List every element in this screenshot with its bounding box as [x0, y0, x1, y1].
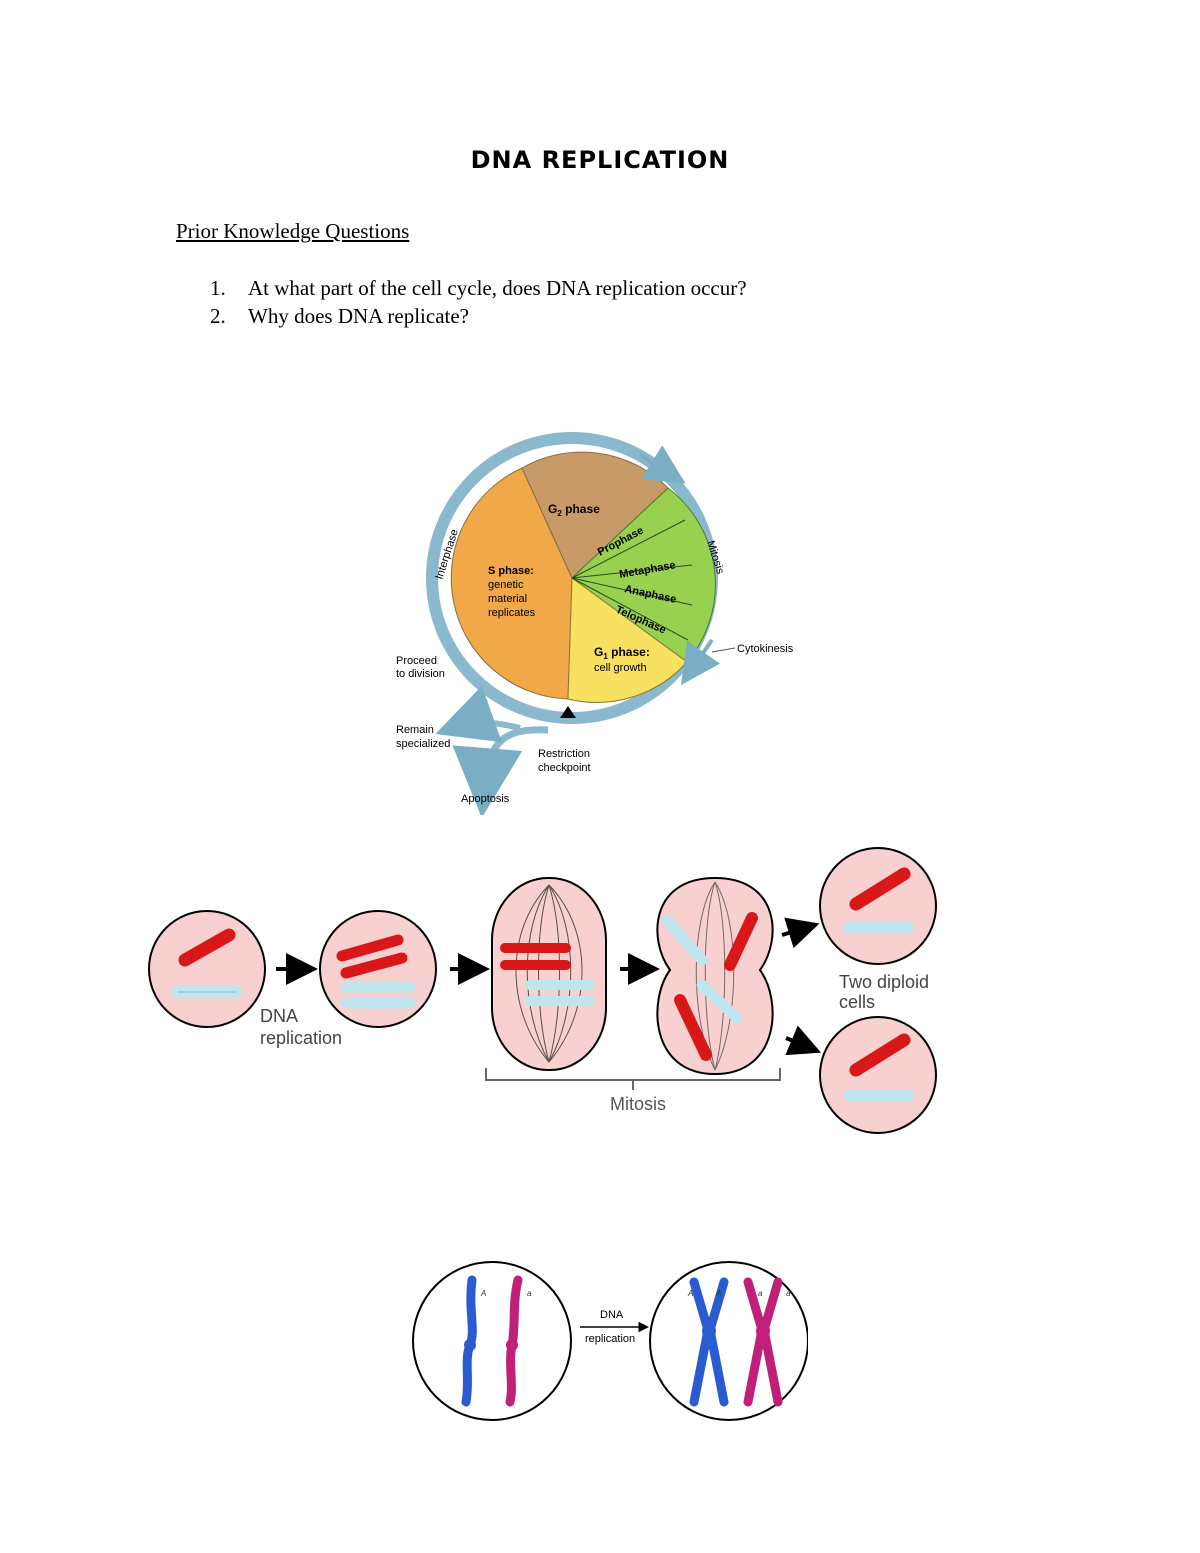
- proceed-label: to division: [396, 668, 445, 680]
- cell-start: [148, 910, 266, 1028]
- cytokinesis-label: Cytokinesis: [737, 643, 794, 655]
- replication-label: replication: [585, 1333, 635, 1345]
- page-title: DNA REPLICATION: [470, 146, 730, 174]
- mitosis-label: Mitosis: [610, 1094, 666, 1114]
- red-chromosome: [336, 934, 404, 962]
- remain-arrow: [435, 685, 521, 743]
- remain-label: Remain: [396, 724, 434, 736]
- s-phase-sector: [450, 467, 573, 700]
- remain-label: specialized: [396, 738, 450, 750]
- restriction-label: checkpoint: [538, 762, 591, 774]
- blue-chromosome: [661, 914, 708, 966]
- allele-label: A: [480, 1289, 486, 1298]
- two-diploid-cells-label: Two diploid: [839, 972, 929, 992]
- g1-text: cell growth: [594, 662, 647, 674]
- cell-before-replication: [412, 1261, 572, 1421]
- dna-replication-label: replication: [260, 1028, 342, 1048]
- question-number: 1.: [210, 276, 226, 300]
- proceed-label: Proceed: [396, 655, 437, 667]
- two-diploid-cells-label: cells: [839, 992, 875, 1012]
- question-1: 1. At what part of the cell cycle, does D…: [210, 276, 747, 301]
- dna-replication-label: DNA: [260, 1006, 298, 1026]
- red-chromosome: [178, 928, 236, 967]
- g1-label: G1 phase:: [594, 645, 650, 661]
- g2-label: G2 phase: [548, 502, 600, 518]
- daughter-cell-bottom: [819, 1016, 937, 1134]
- question-number: 2.: [210, 304, 226, 328]
- arrow: [785, 1025, 822, 1056]
- cell-metaphase: [491, 877, 607, 1071]
- mitosis-diagram: DNA replication Mitosis Two diploid cell…: [148, 847, 937, 1134]
- red-chromosome: [724, 912, 758, 971]
- red-chromosome: [849, 867, 911, 911]
- restriction-label: Restriction: [538, 748, 590, 760]
- allele-label: a: [527, 1289, 532, 1298]
- blue-chromosome: [696, 979, 743, 1024]
- s-phase-text: genetic: [488, 579, 524, 591]
- allele-label: A: [715, 1289, 721, 1298]
- s-phase-text: replicates: [488, 607, 536, 619]
- cell-anaphase: [656, 876, 774, 1076]
- red-chromosome: [674, 994, 712, 1061]
- dna-label: DNA: [600, 1309, 624, 1321]
- question-text: At what part of the cell cycle, does DNA…: [248, 276, 747, 300]
- allele-label: a: [758, 1289, 763, 1298]
- apoptosis-label: Apoptosis: [461, 793, 510, 805]
- allele-label: A: [687, 1289, 693, 1298]
- question-text: Why does DNA replicate?: [248, 304, 470, 328]
- restriction-checkpoint-marker: [560, 706, 576, 718]
- s-phase-text: material: [488, 593, 527, 605]
- red-chromosome: [340, 952, 408, 979]
- s-phase-label: S phase:: [488, 565, 534, 577]
- prior-knowledge-heading: Prior Knowledge Questions: [176, 219, 410, 243]
- arrow: [781, 917, 820, 949]
- red-chromosome: [849, 1033, 911, 1077]
- cell-after-replication: [649, 1261, 808, 1421]
- allele-label: a: [786, 1289, 791, 1298]
- chromosome-replication-diagram: A a DNA replication A A a a: [412, 1261, 808, 1421]
- daughter-cell-top: [819, 847, 937, 965]
- g1-phase-sector: [567, 577, 688, 703]
- question-2: 2. Why does DNA replicate?: [210, 304, 469, 329]
- cell-cycle-diagram: G2 phase S phase: genetic material repli…: [396, 432, 794, 815]
